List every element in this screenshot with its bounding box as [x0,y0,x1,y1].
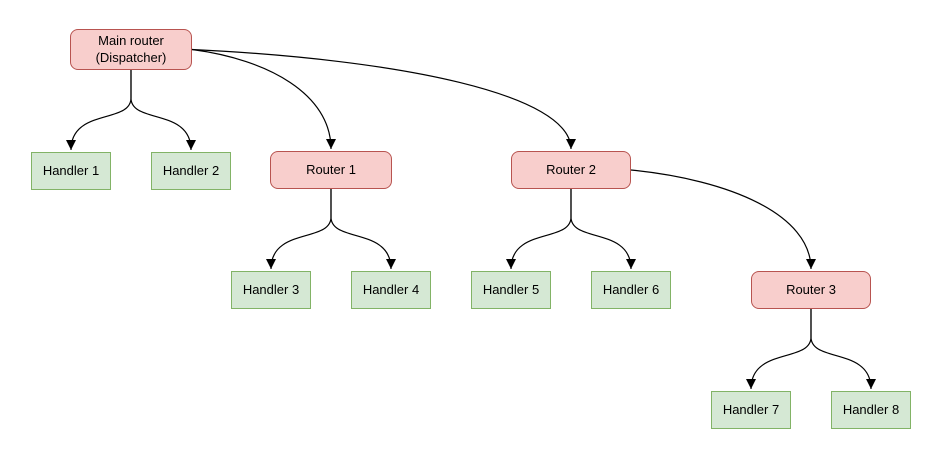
node-handler-3: Handler 3 [231,271,311,309]
node-label-line: Router 1 [306,161,356,177]
node-label-line: Router 3 [786,281,836,297]
node-handler-7: Handler 7 [711,391,791,429]
node-label-line: Handler 6 [602,281,660,297]
node-handler-8: Handler 8 [831,391,911,429]
node-handler-5: Handler 5 [471,271,551,309]
node-label-line: Handler 4 [362,281,420,297]
edge-router-1-to-handler-4 [330,189,396,270]
edge-router-1-to-handler-3 [266,189,332,270]
edge-main-router-to-router-1 [191,48,336,150]
node-label-line: (Dispatcher) [95,49,167,65]
edge-main-router-to-router-2 [191,48,576,150]
node-label-line: Main router [98,33,164,49]
node-router-1: Router 1 [270,151,392,189]
edge-group [66,48,876,390]
node-label-line: Handler 1 [42,162,100,178]
node-label-line: Handler 2 [162,162,220,178]
edge-main-router-to-handler-2 [130,70,196,151]
node-label-line: Handler 8 [842,401,900,417]
edge-router-3-to-handler-8 [810,309,876,390]
node-router-3: Router 3 [751,271,871,309]
edge-router-2-to-router-3 [630,169,816,270]
node-handler-1: Handler 1 [31,152,111,190]
node-router-2: Router 2 [511,151,631,189]
node-label-line: Handler 5 [482,281,540,297]
node-handler-6: Handler 6 [591,271,671,309]
node-main-router: Main router(Dispatcher) [70,29,192,70]
node-label-line: Handler 7 [722,401,780,417]
node-label-line: Router 2 [546,161,596,177]
edge-router-3-to-handler-7 [746,309,812,390]
node-handler-2: Handler 2 [151,152,231,190]
edge-main-router-to-handler-1 [66,70,132,151]
edge-router-2-to-handler-6 [570,189,636,270]
node-handler-4: Handler 4 [351,271,431,309]
edge-router-2-to-handler-5 [506,189,572,270]
node-label-line: Handler 3 [242,281,300,297]
